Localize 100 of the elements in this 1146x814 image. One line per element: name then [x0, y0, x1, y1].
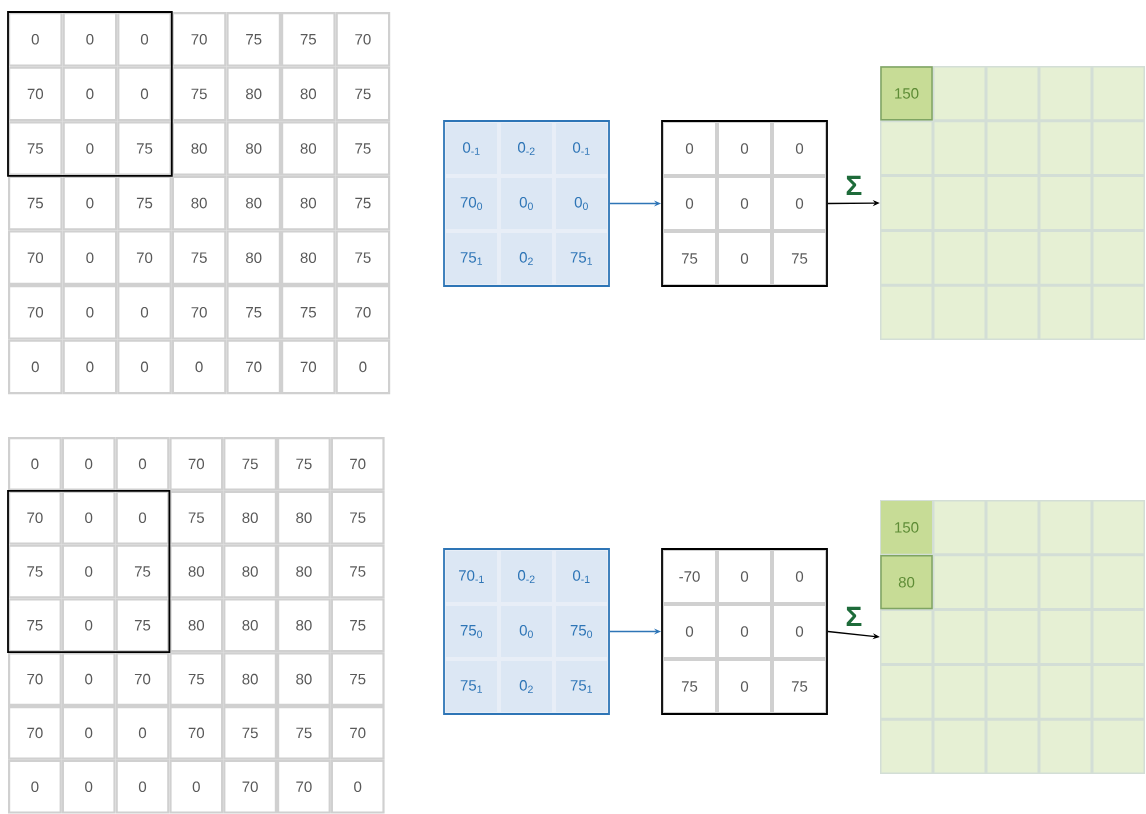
matrix-cell: 0$_{2}$ — [499, 659, 554, 714]
matrix-cell: 0 — [662, 604, 717, 659]
table-cell: 0 — [117, 339, 172, 395]
table-cell: 80 — [223, 652, 277, 706]
table-cell: 0 — [330, 759, 385, 814]
table-cell: 0 — [61, 759, 116, 814]
table-cell: 75 — [281, 285, 336, 340]
table-cell: 0 — [8, 339, 63, 395]
table-cell: 80 — [223, 598, 277, 653]
table-cell: 80 — [281, 230, 336, 285]
table-cell: 70 — [115, 652, 170, 706]
matrix-cell: 0 — [772, 176, 827, 231]
grid-cell: 150 — [881, 501, 932, 554]
table-cell: 75 — [277, 706, 331, 760]
kernel-matrix — [443, 120, 610, 287]
table-cell: 0 — [115, 706, 170, 760]
table-cell: 0 — [335, 339, 391, 395]
table-cell: 0 — [117, 12, 172, 67]
matrix-cell: 0 — [717, 176, 772, 231]
table-cell: 80 — [226, 175, 281, 231]
output-grid — [880, 500, 1145, 774]
product-matrix — [661, 548, 828, 715]
table-cell: 75 — [335, 121, 391, 176]
table-cell: 0 — [171, 339, 227, 395]
table-cell: 80 — [226, 230, 281, 285]
table-cell: 70 — [8, 285, 63, 340]
table-cell: 70 — [8, 706, 62, 760]
table-cell: 0 — [117, 285, 172, 340]
product-matrix — [661, 120, 828, 287]
table-cell: 70 — [8, 230, 63, 285]
table-cell: 70 — [226, 339, 281, 395]
matrix-cell: 0$_{0}$ — [499, 604, 554, 659]
table-cell: 75 — [335, 66, 391, 122]
table-cell: 75 — [117, 175, 172, 231]
table-cell: 80 — [277, 544, 331, 599]
grid-cell: 80 — [880, 555, 933, 610]
table-cell: 0 — [61, 490, 116, 545]
matrix-cell: 70$_{-1}$ — [444, 549, 499, 604]
table-cell: 80 — [277, 490, 331, 545]
table-cell: 70 — [223, 759, 277, 814]
matrix-cell: 0$_{2}$ — [499, 231, 554, 286]
table-cell: 70 — [171, 12, 227, 67]
matrix-cell: 0 — [717, 659, 772, 714]
table-cell: 80 — [226, 66, 281, 122]
table-cell: 75 — [169, 490, 224, 545]
table-cell: 0 — [8, 437, 62, 491]
table-cell: 0 — [62, 121, 118, 176]
table-cell: 75 — [8, 175, 63, 231]
table-cell: 75 — [226, 285, 281, 340]
matrix-cell: 0$_{0}$ — [554, 176, 609, 231]
table-cell: 75 — [223, 437, 277, 491]
table-cell: 75 — [8, 598, 62, 653]
table-cell: 70 — [169, 437, 224, 491]
matrix-cell: 0$_{-1}$ — [554, 121, 609, 176]
table-cell: 75 — [115, 544, 170, 599]
matrix-cell: 75$_{0}$ — [554, 604, 609, 659]
table-cell: 75 — [330, 652, 385, 706]
table-cell: 75 — [330, 544, 385, 599]
table-cell: 70 — [171, 285, 227, 340]
table-cell: 80 — [223, 490, 277, 545]
table-cell: 0 — [169, 759, 224, 814]
matrix-cell: 75$_{1}$ — [444, 659, 499, 714]
table-cell: 70 — [330, 706, 385, 760]
table-cell: 80 — [277, 598, 331, 653]
table-cell: 0 — [117, 66, 172, 122]
table-cell: 75 — [171, 230, 227, 285]
edge-label: Σ — [846, 606, 862, 627]
table-cell: 0 — [115, 437, 170, 491]
table-cell: 70 — [277, 759, 331, 814]
matrix-cell: 0$_{-1}$ — [444, 121, 499, 176]
matrix-cell: -70 — [662, 549, 717, 604]
matrix-cell: 0 — [717, 604, 772, 659]
table-cell: 0 — [62, 66, 118, 122]
table-cell: 75 — [330, 490, 385, 545]
table-cell: 75 — [281, 12, 336, 67]
table-cell: 80 — [171, 121, 227, 176]
table-cell: 80 — [281, 121, 336, 176]
table-cell: 0 — [115, 759, 170, 814]
table-cell: 75 — [223, 706, 277, 760]
matrix-cell: 0$_{-2}$ — [499, 549, 554, 604]
table-cell: 0 — [61, 544, 116, 599]
table-cell: 0 — [61, 598, 116, 653]
table-cell: 70 — [335, 12, 391, 67]
table-cell: 0 — [8, 12, 63, 67]
table-cell: 80 — [226, 121, 281, 176]
table-cell: 75 — [330, 598, 385, 653]
output-grid — [880, 66, 1145, 340]
table-cell: 75 — [335, 175, 391, 231]
table-cell: 0 — [62, 230, 118, 285]
table-cell: 70 — [169, 706, 224, 760]
table-cell: 80 — [281, 175, 336, 231]
table-cell: 0 — [62, 12, 118, 67]
matrix-cell: 0 — [772, 549, 827, 604]
matrix-cell: 75 — [662, 659, 717, 714]
matrix-cell: 0 — [772, 604, 827, 659]
table-cell: 0 — [62, 175, 118, 231]
matrix-cell: 0 — [717, 549, 772, 604]
matrix-cell: 0$_{0}$ — [499, 176, 554, 231]
table-cell: 70 — [8, 490, 62, 545]
table-cell: 75 — [169, 652, 224, 706]
